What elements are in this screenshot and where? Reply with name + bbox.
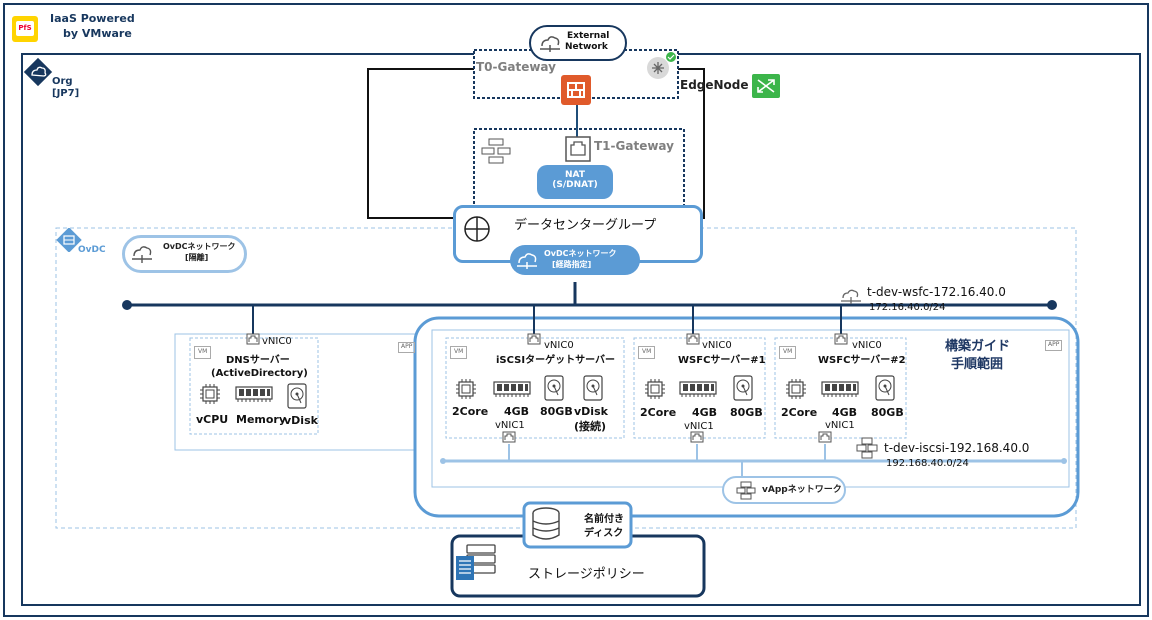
vapp-network-node[interactable]: vAppネットワーク [722, 476, 846, 504]
dns-disk: vDisk [284, 414, 318, 427]
t0-label: T0-Gateway [476, 60, 556, 74]
ovdc-icon [56, 228, 82, 252]
cloud-network-icon [132, 246, 152, 263]
wsfc1-mem: 4GB [692, 406, 718, 419]
vm-tag-dns: VM [194, 346, 212, 359]
network-wsfc-cidr: 172.16.40.0/24 [869, 302, 946, 313]
ovdc-isolated-network[interactable]: OvDCネットワーク [隔離] [122, 235, 247, 273]
wsfc1-vnic0: vNIC0 [702, 340, 732, 351]
nat-line1: NAT [565, 170, 585, 180]
vnic-icon [246, 333, 260, 345]
network-wsfc-endpoint-left [122, 300, 132, 310]
wsfc1-name: WSFCサーバー#1 [678, 355, 766, 366]
iscsi-vnic0: vNIC0 [544, 340, 574, 351]
wsfc2-disk1: 80GB [871, 406, 904, 419]
vm-tag-wsfc1: VM [638, 346, 656, 359]
vnic-icon [690, 431, 704, 443]
org-cloud-icon [23, 57, 53, 87]
cloud-network-icon [517, 253, 537, 269]
t1-gateway-icon[interactable] [565, 136, 591, 162]
dns-name1: DNSサーバー [226, 355, 290, 366]
iscsi-disk1: 80GB [540, 405, 573, 418]
named-disk-line2: ディスク [584, 528, 624, 539]
network-switch-icon [856, 437, 878, 459]
cloud-network-icon [841, 289, 861, 304]
iscsi-cpu: 2Core [452, 405, 489, 418]
nat-node[interactable]: NAT (S/DNAT) [537, 165, 613, 199]
org-sub: [JP7] [52, 88, 80, 99]
brand-line1: IaaS Powered [50, 12, 135, 25]
wsfc2-mem: 4GB [832, 406, 858, 419]
external-network-line2: Network [565, 42, 608, 52]
network-iscsi-cidr: 192.168.40.0/24 [886, 458, 969, 469]
guide-line1: 構築ガイド [945, 339, 1011, 354]
vnic-icon [818, 431, 832, 443]
wsfc2-name: WSFCサーバー#2 [818, 355, 906, 366]
vnic-icon [527, 333, 541, 345]
wsfc1-disk1: 80GB [730, 406, 763, 419]
network-iscsi-name: t-dev-iscsi-192.168.40.0 [884, 441, 1030, 455]
edgenode-icon[interactable] [752, 74, 780, 98]
vnic-icon [834, 333, 848, 345]
ovdc-routed-line1: OvDCネットワーク [544, 249, 617, 258]
network-switch-icon [736, 481, 756, 500]
iscsi-mem: 4GB [504, 405, 530, 418]
outer-frame [3, 3, 1149, 617]
named-disk-line1: 名前付き [584, 514, 624, 525]
network-wsfc-name: t-dev-wsfc-172.16.40.0 [867, 285, 1006, 299]
wsfc2-cpu: 2Core [781, 406, 818, 419]
crosshair-icon [464, 216, 490, 242]
t1-network-icon [481, 138, 511, 164]
iscsi-name: iSCSIターゲットサーバー [496, 355, 615, 366]
wsfc1-vnic1: vNIC1 [684, 421, 714, 432]
iscsi-vnic1: vNIC1 [495, 420, 525, 431]
nat-line2: (S/DNAT) [552, 180, 598, 191]
brand-line2: by VMware [63, 27, 132, 40]
vnic-icon [502, 431, 516, 443]
t1-label: T1-Gateway [594, 139, 674, 153]
iscsi-disk2: vDisk [574, 405, 608, 418]
guide-line2: 手順範囲 [951, 357, 1004, 372]
dns-mem: Memory [236, 413, 287, 426]
iscsi-disk2-attached: (接続) [574, 420, 607, 433]
external-network-line1: External [567, 31, 610, 41]
brand-logo: PfS [12, 16, 38, 42]
datacenter-group-label: データセンターグループ [514, 218, 657, 233]
dns-name2: (ActiveDirectory) [211, 368, 308, 379]
ovdc-routed-network[interactable]: OvDCネットワーク [経路指定] [510, 245, 640, 275]
ovdc-label: OvDC [78, 245, 106, 255]
vnic-icon [686, 333, 700, 345]
database-icon [532, 507, 560, 540]
wsfc2-vnic0: vNIC0 [852, 340, 882, 351]
wsfc1-cpu: 2Core [640, 406, 677, 419]
vm-tag-iscsi: VM [450, 346, 468, 359]
vapp-frame [413, 316, 1080, 518]
cloud-router-icon [540, 36, 560, 52]
vm-tag-wsfc2: VM [779, 346, 797, 359]
ovdc-isolated-line1: OvDCネットワーク [163, 242, 236, 251]
storage-policy-label: ストレージポリシー [528, 567, 645, 582]
network-wsfc-endpoint-right [1047, 300, 1057, 310]
external-network-node[interactable]: External Network [529, 25, 627, 61]
edge-label: EdgeNode [680, 78, 749, 92]
firewall-icon[interactable] [561, 75, 591, 105]
ovdc-routed-line2: [経路指定] [552, 260, 592, 269]
dns-cpu: vCPU [196, 413, 229, 426]
vapp-network-label: vAppネットワーク [762, 485, 842, 495]
app-tag-vapp: APP [1045, 340, 1063, 351]
edge-router-icon[interactable] [646, 51, 680, 85]
app-tag-dns: APP [398, 342, 416, 353]
dns-vnic0: vNIC0 [262, 336, 292, 347]
storage-policy-icon [456, 544, 496, 580]
wsfc2-vnic1: vNIC1 [825, 420, 855, 431]
ovdc-isolated-line2: [隔離] [185, 253, 209, 262]
org-label: Org [52, 76, 73, 87]
